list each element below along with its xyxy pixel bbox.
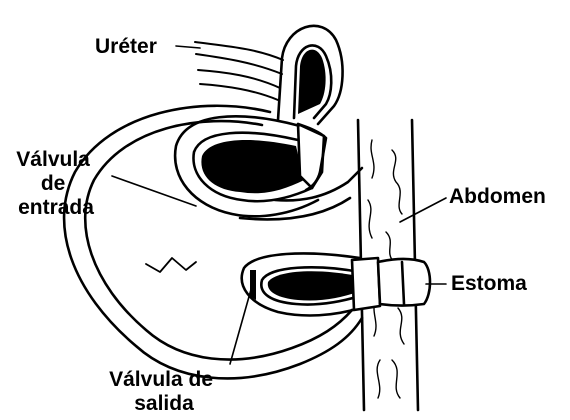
label-ureter: Uréter: [95, 35, 157, 58]
label-stoma: Estoma: [451, 272, 527, 295]
label-outlet-valve: Válvula de salida: [109, 368, 219, 415]
ureter-tubes: [195, 42, 283, 100]
leader-ureter: [176, 46, 200, 48]
ureter-loop: [278, 26, 343, 124]
leader-outlet-valve: [230, 286, 252, 364]
outlet-valve: [242, 253, 360, 315]
leader-inlet-valve: [112, 176, 196, 206]
label-abdomen: Abdomen: [449, 185, 546, 208]
leader-abdomen: [400, 198, 446, 222]
stoma: [352, 258, 430, 310]
label-inlet-valve: Válvula de entrada: [16, 148, 95, 219]
inlet-valve: [175, 116, 326, 216]
